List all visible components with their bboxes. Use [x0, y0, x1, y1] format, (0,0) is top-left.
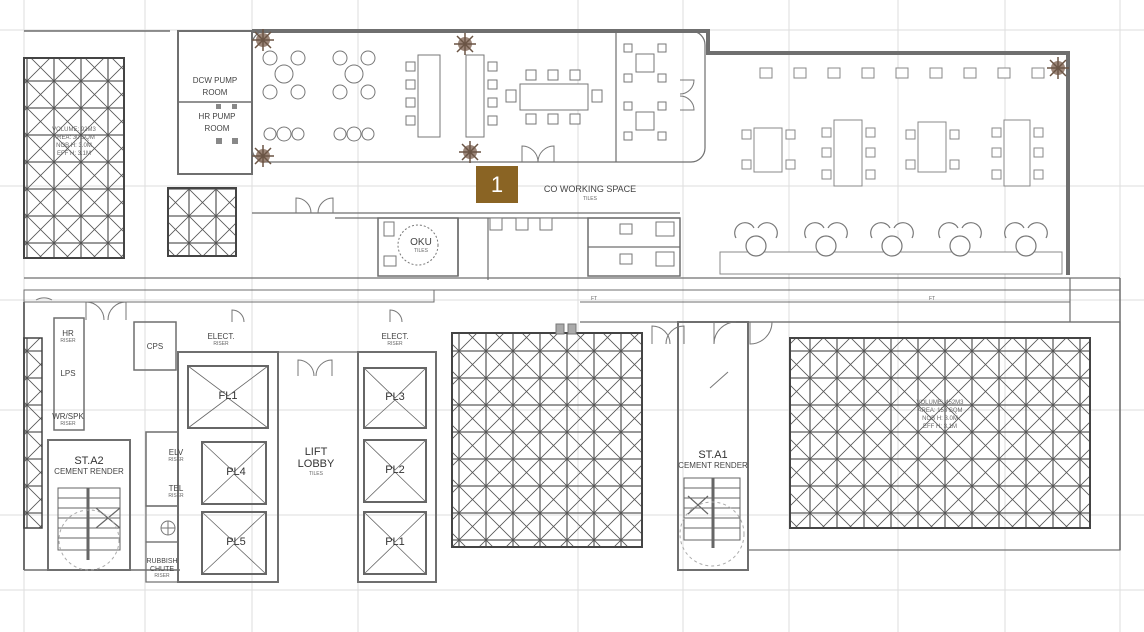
label-riser-elv: RISER	[168, 457, 184, 463]
label-lift: LIFT	[305, 446, 328, 458]
label-oku-sub: TILES	[414, 248, 429, 254]
label-hr-room: ROOM	[205, 124, 230, 133]
label-void-right-3: NOB H: 3.0M	[922, 416, 958, 422]
lounge-chairs	[734, 222, 1048, 257]
toilet-fixtures	[160, 217, 675, 536]
label-ft-2: FT	[929, 296, 935, 302]
pump-equipment	[216, 104, 238, 144]
void-areas	[23, 57, 1091, 548]
void-mid-left	[23, 337, 43, 529]
label-void-right-2: AREA: 153 SQM	[917, 408, 962, 414]
label-coworking-sub: TILES	[583, 196, 598, 202]
label-pl5: PL5	[226, 536, 246, 548]
label-elect-1: ELECT.	[207, 332, 234, 341]
void-center	[451, 332, 643, 548]
label-rubbish: RUBBISH	[146, 558, 177, 565]
round-tables	[262, 50, 376, 142]
label-ft-1: FT	[591, 296, 597, 302]
area-marker-number: 1	[490, 171, 504, 197]
label-hr: HR	[62, 329, 74, 338]
office-desks	[719, 67, 1063, 275]
label-fl1: FL1	[219, 390, 238, 402]
label-void-left-3: NOB H: 3.0M	[56, 143, 92, 149]
void-shaft	[167, 187, 237, 257]
label-riser-chute: RISER	[154, 573, 170, 579]
label-cps: CPS	[147, 342, 163, 351]
label-pl3: PL3	[385, 391, 405, 403]
staircases	[57, 477, 745, 571]
tables	[405, 43, 667, 141]
void-right	[789, 337, 1091, 529]
doors	[35, 79, 773, 389]
label-riser-tel: RISER	[168, 493, 184, 499]
label-void-left-1: VOLUME: 92M3	[52, 127, 96, 133]
label-lps: LPS	[60, 369, 75, 378]
label-wrspk: WR/SPK	[52, 412, 84, 421]
label-oku: OKU	[410, 237, 432, 248]
area-marker-badge: 1	[476, 166, 518, 203]
label-cement-a1: CEMENT RENDER	[678, 461, 748, 470]
label-dcw-pump: DCW PUMP	[193, 76, 237, 85]
label-lift-sub: TILES	[309, 471, 324, 477]
label-void-left-2: AREA: 30 SQM	[53, 135, 95, 141]
label-pl2: PL2	[385, 464, 405, 476]
label-void-right-1: VOLUME: 452M3	[916, 400, 964, 406]
label-pl1: PL1	[385, 536, 405, 548]
label-void-right-4: EFF H: 3.1M	[923, 424, 957, 430]
label-pl4: PL4	[226, 466, 246, 478]
label-dcw-room: ROOM	[203, 88, 228, 97]
label-st-a2: ST.A2	[74, 455, 103, 467]
label-elv: ELV	[169, 448, 184, 457]
label-hr-pump: HR PUMP	[199, 112, 236, 121]
label-riser-hr: RISER	[60, 338, 76, 344]
label-riser-2: RISER	[387, 341, 403, 347]
label-riser-1: RISER	[213, 341, 229, 347]
label-cement-a2: CEMENT RENDER	[54, 467, 124, 476]
label-coworking: CO WORKING SPACE	[544, 184, 636, 194]
label-st-a1: ST.A1	[698, 449, 727, 461]
label-riser-wrspk: RISER	[60, 421, 76, 427]
void-top-left	[23, 57, 125, 259]
label-tel: TEL	[169, 484, 184, 493]
label-chute: CHUTE	[150, 566, 174, 573]
lift-shafts	[187, 365, 427, 575]
label-void-left-4: EFF H: 3.1M	[57, 151, 91, 157]
room-labels: DCW PUMP ROOM HR PUMP ROOM CO WORKING SP…	[52, 76, 964, 579]
label-elect-2: ELECT.	[381, 332, 408, 341]
label-lobby: LOBBY	[298, 458, 335, 470]
